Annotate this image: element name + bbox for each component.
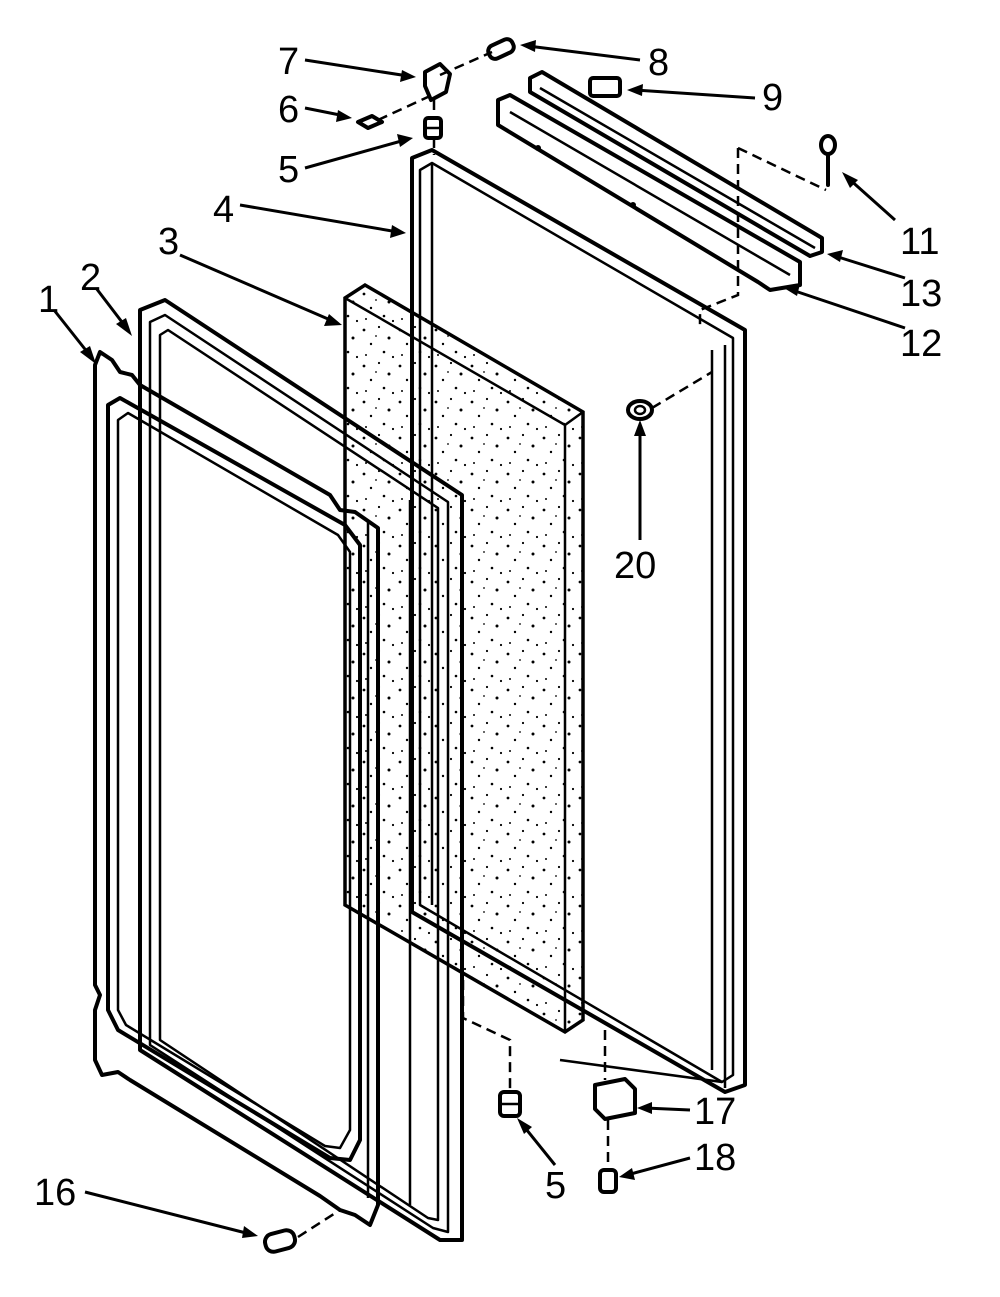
trim-rail-part-12 xyxy=(496,93,802,292)
clip-part-9 xyxy=(588,76,622,98)
screw-part-18 xyxy=(598,1168,618,1194)
callout-labels: 1 2 3 4 5 5 6 7 8 9 11 12 13 16 17 18 20 xyxy=(34,41,942,1214)
hinge-pin-part-5-top xyxy=(423,116,443,140)
callout-2: 2 xyxy=(80,257,101,299)
hinge-bracket-part-17 xyxy=(593,1077,637,1121)
door-gasket-part-2 xyxy=(138,298,464,1242)
plug-part-20 xyxy=(626,399,654,421)
callout-11: 11 xyxy=(900,221,939,263)
hinge-pin-part-5-bottom xyxy=(498,1090,522,1118)
callout-13: 13 xyxy=(900,273,942,315)
trim-rail-part-13 xyxy=(528,70,824,258)
callout-3: 3 xyxy=(158,221,179,263)
callout-5-top: 5 xyxy=(278,149,299,191)
hinge-part-7 xyxy=(423,62,452,102)
plug-part-16 xyxy=(262,1228,298,1254)
callout-20: 20 xyxy=(614,545,656,587)
callout-7: 7 xyxy=(278,41,299,83)
assembly-lines xyxy=(297,50,827,1239)
callout-4: 4 xyxy=(213,189,234,231)
outer-door-panel-part-1 xyxy=(93,350,380,1227)
callout-18: 18 xyxy=(694,1137,736,1179)
callout-5-bottom: 5 xyxy=(545,1165,566,1207)
callout-9: 9 xyxy=(762,77,783,119)
screw-part-11 xyxy=(819,134,837,187)
callout-6: 6 xyxy=(278,89,299,131)
leader-lines xyxy=(52,40,906,1238)
callout-1: 1 xyxy=(38,279,59,321)
callout-17: 17 xyxy=(694,1091,736,1133)
callout-16: 16 xyxy=(34,1172,76,1214)
bushing-part-6 xyxy=(356,114,384,130)
callout-12: 12 xyxy=(900,323,942,365)
screw-part-8 xyxy=(486,37,516,61)
callout-8: 8 xyxy=(648,42,669,84)
